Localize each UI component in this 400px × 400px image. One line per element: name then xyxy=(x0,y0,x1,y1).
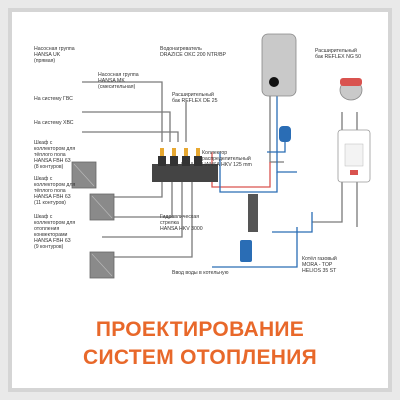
expansion-tank-blue xyxy=(279,126,291,142)
label-water-heater: Водонагреватель DRAZICE OKC 200 NTR/BP xyxy=(160,46,227,58)
label-pump-uk: Насосная группа HANSA UK (прямая) xyxy=(34,46,76,64)
cabinet-floor-2 xyxy=(89,193,115,221)
caption-line-2: СИСТЕМ ОТОПЛЕНИЯ xyxy=(82,346,318,369)
labels: Насосная группа HANSA UK (прямая) Насосн… xyxy=(34,46,361,276)
label-water-input: Ввод воды в котельную xyxy=(172,270,229,276)
water-filter xyxy=(240,240,252,262)
heating-scheme-diagram: Насосная группа HANSA UK (прямая) Насосн… xyxy=(34,33,371,279)
expansion-tank-red xyxy=(339,78,363,101)
label-to-hvs: На систему ХВС xyxy=(34,120,74,126)
label-expansion-tank-1: Расширительный бак REFLEX NG 50 xyxy=(315,47,361,60)
cabinet-floor-1 xyxy=(71,161,97,189)
label-to-gvs: На систему ГВС xyxy=(34,96,73,102)
content-panel xyxy=(12,12,388,388)
label-hydro-arrow: Гидравлическая стрелка HANSA HKV 3000 xyxy=(160,214,203,232)
caption-line-1: ПРОЕКТИРОВАНИЕ xyxy=(95,318,305,341)
banner-caption: ПРОЕКТИРОВАНИЕ СИСТЕМ ОТОПЛЕНИЯ xyxy=(12,316,388,372)
label-pump-mk: Насосная группа HANSA MK (смесительная) xyxy=(98,72,140,90)
label-expansion-tank-2: Расширительный бак REFLEX DE 25 xyxy=(172,91,218,104)
water-heater-tank xyxy=(261,33,297,97)
gas-boiler-unit xyxy=(337,129,371,183)
label-collector: Коллектор распределительный HANSA HKV 12… xyxy=(202,150,252,168)
cabinet-convectors xyxy=(89,251,115,279)
label-cabinet-floor-1: Шкаф с коллектором для тёплого пола HANS… xyxy=(34,140,77,170)
label-cabinet-convectors: Шкаф с коллектором для отопления конвект… xyxy=(34,214,77,250)
label-gas-boiler: Котёл газовый MORA - TOP HELIOS 35 ST xyxy=(302,255,338,274)
hydraulic-arrow xyxy=(248,194,258,232)
label-cabinet-floor-2: Шкаф с коллектором для тёплого пола HANS… xyxy=(34,176,77,206)
pipes xyxy=(82,81,358,268)
distribution-collector xyxy=(152,148,218,182)
